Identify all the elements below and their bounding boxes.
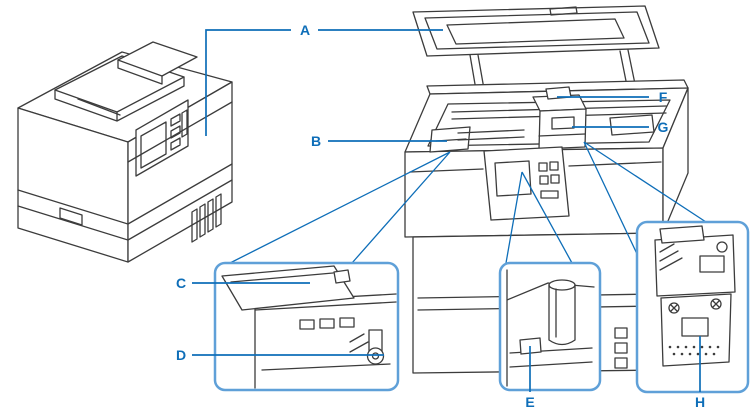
inset2-wall-lines (506, 269, 595, 387)
body-right-face (662, 87, 689, 234)
printer-closed-illustration (17, 41, 233, 263)
inset3-screw-right (710, 298, 722, 310)
maintenance-cover-removed-line (230, 272, 334, 283)
inset-box-2 (498, 261, 602, 392)
hinge-arms (469, 49, 636, 91)
callout-line-a (205, 29, 443, 136)
inset1-small-parts (299, 317, 355, 330)
inset3-screw-right-cross (712, 300, 720, 308)
inset-box-3 (635, 220, 750, 394)
operation-panel-closed (135, 99, 189, 177)
right-interior-cover (609, 114, 655, 136)
inset3-screw-left (668, 302, 680, 314)
inset3-holder-body (654, 234, 736, 297)
platen-lines (457, 129, 525, 141)
inset2-shaft (548, 284, 576, 346)
document-tray-flap (117, 41, 198, 77)
platen-glass-underside (446, 18, 625, 45)
maintenance-cover-removed (221, 265, 355, 311)
ink-valve-lever-pin (371, 352, 380, 360)
callout-label-h: H (694, 394, 706, 410)
callout-label-e: E (525, 394, 535, 410)
cassette-lines (17, 163, 233, 241)
adf-slot-lines (77, 59, 163, 116)
wedge-to-inset-3 (583, 141, 707, 257)
panel-buttons-open (538, 161, 560, 199)
wedge-to-inset-2 (505, 171, 573, 264)
inset3-hatch (659, 243, 683, 271)
operation-panel-open (483, 146, 570, 221)
inset2-shaft-top (548, 279, 576, 291)
callout-label-c: C (175, 275, 187, 291)
wedge-to-inset-1 (229, 151, 451, 264)
callout-label-g: G (657, 119, 669, 135)
lcd-screen-closed (140, 121, 167, 169)
inset3-nozzle-dots (668, 345, 720, 356)
inset3-inner-rect (699, 255, 725, 273)
cassette-handle (59, 207, 83, 226)
inset1-hatch (349, 333, 369, 353)
ink-valve-lever-pivot (366, 347, 385, 365)
callout-label-a: A (299, 22, 311, 38)
inset3-lock-lever (659, 225, 705, 244)
callout-label-b: B (310, 133, 322, 149)
callout-label-f: F (658, 89, 668, 105)
ink-tank-windows (191, 193, 222, 243)
inset3-screw-left-cross (670, 304, 678, 312)
print-head-holder-detail (538, 116, 586, 137)
inset-frame-2 (498, 261, 602, 392)
callout-lines (192, 29, 701, 392)
lcd-screen-open (494, 160, 532, 197)
maintenance-cover-tab (333, 269, 351, 284)
panel-buttons-closed (170, 109, 188, 151)
inset3-knob (716, 241, 728, 253)
front-seam-lines (409, 161, 662, 173)
cover-latch (549, 6, 578, 16)
zoom-wedges (229, 141, 707, 264)
adf-sides (54, 76, 185, 122)
callout-label-d: D (175, 347, 187, 363)
lower-ink-windows (614, 327, 628, 369)
inset-box-1 (213, 261, 400, 392)
inset3-head-plate (681, 317, 709, 337)
scanning-unit-seam (127, 101, 233, 163)
